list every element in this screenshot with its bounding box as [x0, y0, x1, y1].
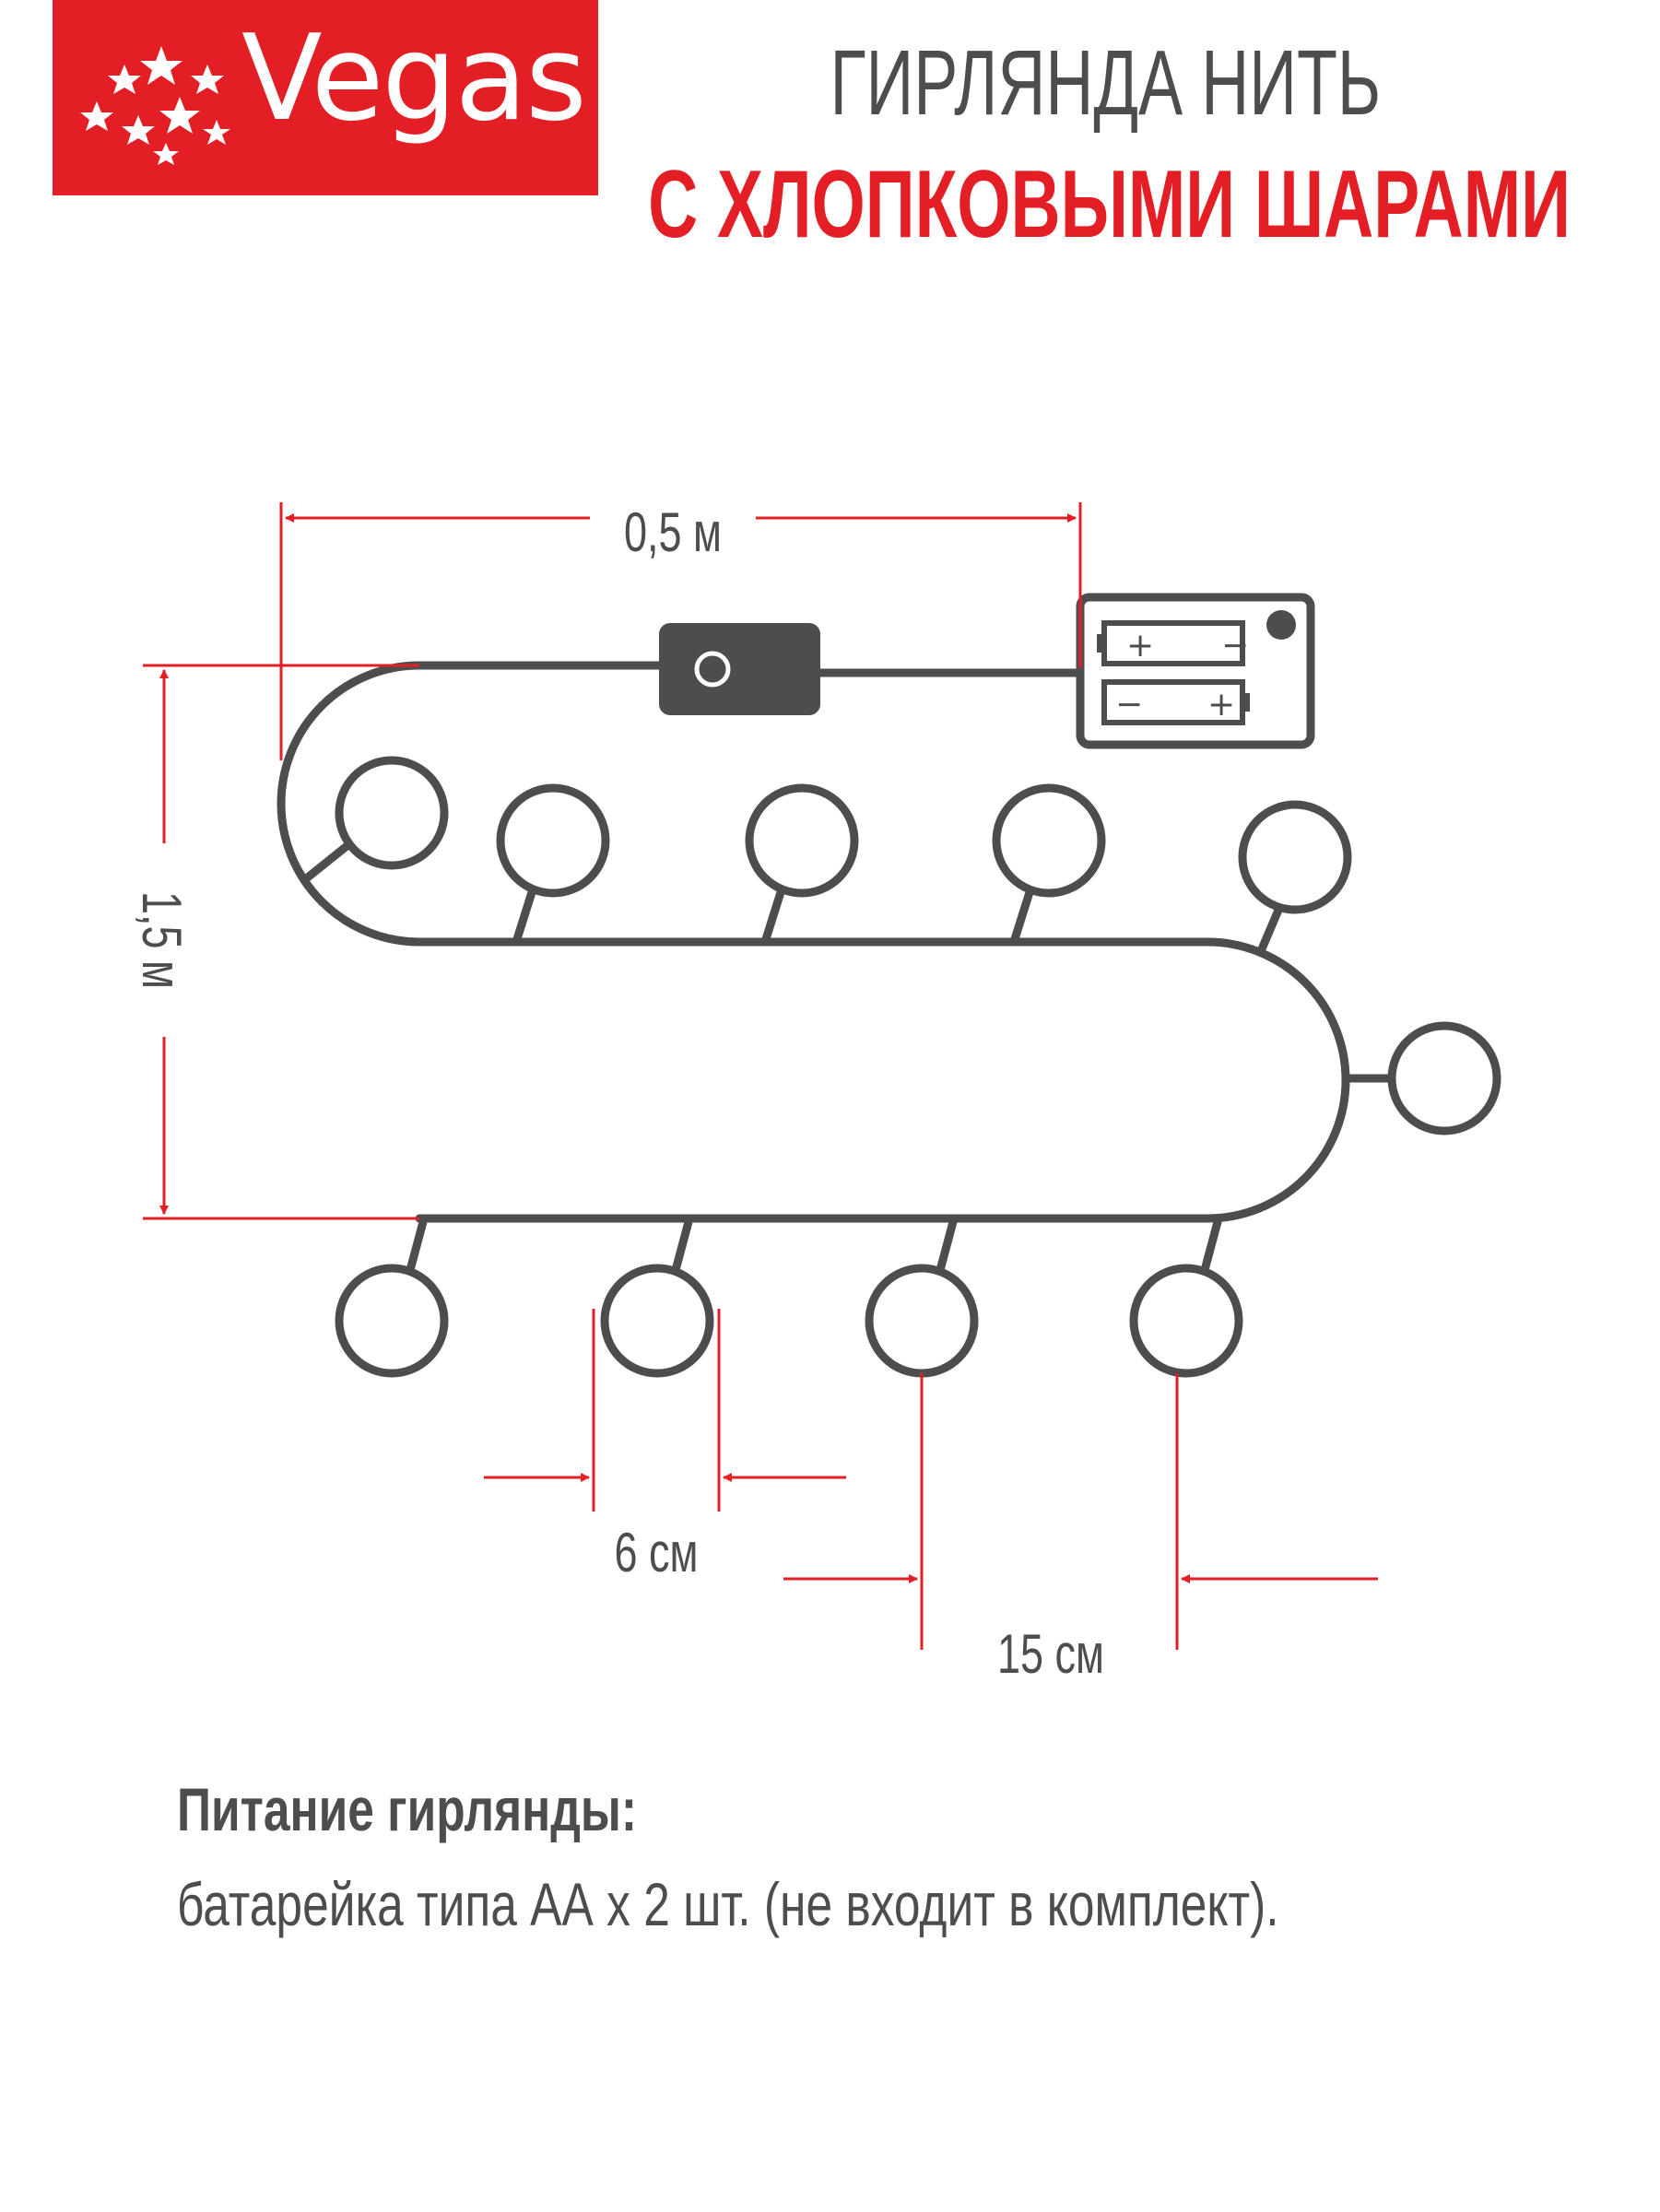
cotton-ball — [600, 1264, 714, 1378]
power-title: Питание гирлянды: — [177, 1775, 638, 1843]
cotton-ball — [745, 783, 859, 898]
cotton-ball — [496, 783, 610, 898]
ball-spacing-label: 15 см — [997, 1624, 1104, 1686]
brand-name: Vegas — [241, 10, 587, 147]
battery-bottom-plus-label: + — [1207, 686, 1235, 724]
battery-top-plus-label: + — [1126, 627, 1154, 665]
cotton-ball — [865, 1264, 979, 1378]
power-text: батарейка типа АА х 2 шт. (не входит в к… — [177, 1870, 1279, 1938]
garland-wire — [277, 661, 1350, 1223]
garland-length-label: 1,5 м — [130, 891, 192, 989]
cotton-ball — [992, 783, 1106, 898]
cotton-balls — [301, 756, 1501, 1378]
battery-box: + − − + — [1076, 593, 1315, 749]
page-title-line1: ГИРЛЯНДА НИТЬ — [830, 31, 1381, 135]
switch-box — [659, 623, 820, 715]
switch-lead-length-label: 0,5 м — [624, 502, 722, 564]
battery-bottom-minus-label: − — [1115, 686, 1143, 724]
page-title-line2: С ХЛОПКОВЫМИ ШАРАМИ — [648, 151, 1571, 258]
cotton-ball — [1387, 1021, 1501, 1135]
cotton-ball — [335, 756, 449, 870]
cotton-ball — [1129, 1264, 1243, 1378]
cotton-ball — [335, 1264, 449, 1378]
stars-icon — [80, 46, 230, 165]
switch-button-icon — [694, 651, 731, 688]
dimension-lines — [143, 502, 1378, 1650]
brand-logo: Vegas — [53, 0, 598, 195]
ball-diameter-label: 6 см — [615, 1523, 699, 1584]
battery-top-minus-label: − — [1221, 627, 1249, 665]
battery-top-icon — [1101, 620, 1245, 666]
cotton-ball — [1238, 800, 1352, 914]
